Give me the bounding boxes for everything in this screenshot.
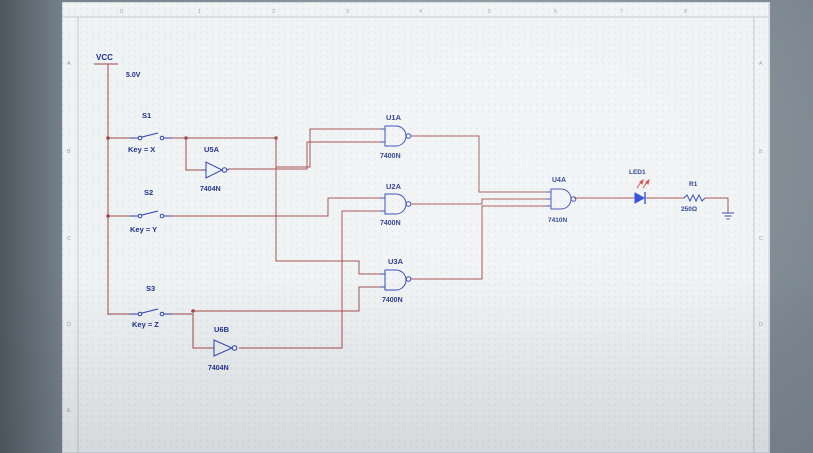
led-light-arrows-icon (636, 178, 650, 189)
border-row-label: D (759, 322, 763, 328)
inverter-u6b[interactable] (213, 339, 238, 357)
nand-gate-u3a[interactable] (380, 269, 412, 291)
resistor-r1-value: 250Ω (681, 206, 697, 213)
net-z-to-u3a[interactable] (193, 286, 380, 312)
border-row-label: C (67, 236, 71, 242)
border-col-label: 7 (620, 9, 623, 15)
switch-s1-ref: S1 (142, 111, 151, 120)
nand-u1a-part: 7400N (380, 153, 401, 160)
net-r1-to-ground[interactable] (705, 197, 729, 213)
junction-dot (106, 214, 110, 218)
resistor-r1-ref: R1 (689, 181, 698, 188)
junctions (106, 136, 278, 313)
junction-dot (274, 136, 278, 140)
switch-s2-key: Key = Y (130, 225, 157, 234)
inverter-u5a-part: 7404N (200, 186, 221, 193)
nand-u3a-part: 7400N (382, 297, 403, 304)
border-row-label: A (759, 61, 763, 67)
border-col-label: 4 (419, 9, 422, 15)
border-col-label: 0 (120, 9, 123, 15)
inverter-u6b-part: 7404N (208, 365, 229, 372)
border-col-label: 8 (684, 9, 687, 15)
nand-u2a-part: 7400N (380, 220, 401, 227)
junction-dot (106, 136, 110, 140)
junction-dot (191, 309, 195, 313)
net-z-to-u6b[interactable] (172, 313, 214, 349)
nand-u2a-ref: U2A (386, 182, 402, 191)
nand3-u4a-part: 7410N (548, 217, 567, 224)
border-col-label: 3 (346, 9, 349, 15)
border-row-label: C (759, 236, 763, 242)
inverter-u5a[interactable] (202, 161, 230, 179)
inverter-u5a-ref: U5A (204, 145, 220, 154)
nand3-gate-u4a[interactable] (546, 188, 577, 210)
nand-gate-u1a[interactable] (380, 125, 412, 147)
net-u2a-out[interactable] (411, 198, 546, 205)
net-x-to-u5a[interactable] (185, 138, 202, 171)
nand-u1a-ref: U1A (386, 113, 402, 122)
led-diode[interactable] (634, 192, 646, 204)
switch-s2[interactable] (130, 210, 172, 219)
switch-s1[interactable] (130, 132, 172, 141)
border-row-label: B (67, 149, 71, 155)
vcc-voltage-label: 5.0V (126, 72, 141, 79)
border-col-label: 5 (488, 9, 491, 15)
border-row-label: B (759, 149, 763, 155)
switch-s3-key: Key = Z (132, 320, 159, 329)
net-y-to-u2a[interactable] (172, 197, 380, 217)
schematic-canvas[interactable]: 0 1 2 3 4 5 6 7 8 A B C D E A B C D (62, 2, 770, 453)
vcc-label: VCC (96, 53, 113, 62)
net-u6b-out[interactable] (239, 210, 380, 349)
switch-s3[interactable] (130, 308, 172, 317)
border-row-label: D (67, 322, 71, 328)
inverter-u6b-ref: U6B (214, 325, 230, 334)
ground-icon[interactable] (722, 212, 734, 220)
border-row-label: A (67, 61, 71, 67)
resistor-r1[interactable] (683, 193, 706, 203)
net-u1a-out[interactable] (411, 135, 546, 193)
junction-dot (184, 136, 188, 140)
vcc-power-source[interactable]: VCC 5.0V (96, 53, 141, 79)
schematic-sheet[interactable]: 0 1 2 3 4 5 6 7 8 A B C D E A B C D (62, 2, 770, 453)
border-column-labels: 0 1 2 3 4 5 6 7 8 (120, 9, 687, 15)
switch-s2-ref: S2 (144, 188, 153, 197)
led-ref: LED1 (629, 169, 646, 176)
net-x-to-u3a[interactable] (275, 138, 380, 275)
nand-gate-u2a[interactable] (380, 193, 412, 215)
nand-u3a-ref: U3A (388, 257, 404, 266)
border-col-label: 1 (198, 9, 201, 15)
border-row-label: E (67, 408, 71, 414)
border-col-label: 6 (554, 9, 557, 15)
net-u3a-out[interactable] (411, 205, 546, 280)
nand3-u4a-ref: U4A (552, 177, 566, 184)
border-row-labels: A B C D E A B C D (67, 61, 763, 414)
switch-s1-key: Key = X (128, 145, 155, 154)
sheet-border (62, 2, 770, 453)
switch-s3-ref: S3 (146, 284, 155, 293)
net-u5a-out[interactable] (229, 141, 380, 170)
border-col-label: 2 (272, 9, 275, 15)
